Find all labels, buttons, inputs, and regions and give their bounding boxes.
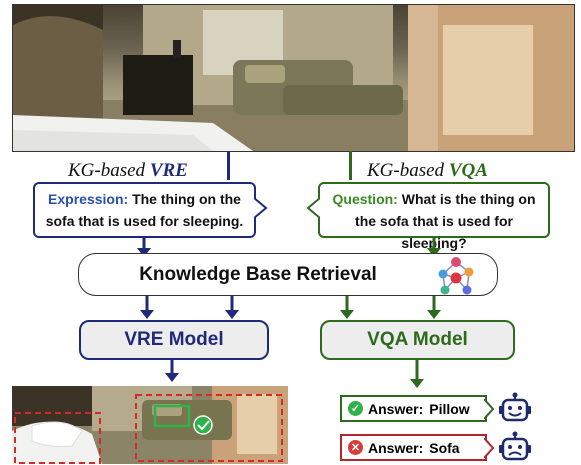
vqa-header-strong: VQA xyxy=(448,160,488,181)
expression-text: The thing on the sofa that is used for s… xyxy=(45,191,244,229)
expression-label: Expression: xyxy=(48,191,129,207)
answer-wrong-prefix: Answer: xyxy=(368,439,424,456)
robot-happy-icon xyxy=(499,392,531,422)
question-label: Question: xyxy=(332,191,398,207)
question-bubble: Question: What is the thing on the sofa … xyxy=(318,182,550,251)
vqa-header-prefix: KG-based xyxy=(367,160,449,181)
robot-sad-icon xyxy=(499,431,531,461)
kb-retrieval-box: Knowledge Base Retrieval xyxy=(78,253,498,296)
vqa-connector-line xyxy=(349,151,352,180)
bedroom-photo xyxy=(12,4,575,152)
answer-correct-tail xyxy=(484,399,495,419)
answer-correct-value: Pillow xyxy=(429,400,470,417)
check-icon: ✓ xyxy=(348,401,363,416)
vqa-model-box: VQA Model xyxy=(320,320,515,360)
cross-icon: ✕ xyxy=(348,440,363,455)
model-output-arrows xyxy=(165,360,424,388)
vre-model-box: VRE Model xyxy=(79,320,269,360)
kb-retrieval-label: Knowledge Base Retrieval xyxy=(139,264,377,285)
answer-wrong-tail xyxy=(484,438,495,458)
model-input-arrows xyxy=(140,296,441,319)
grounding-result-image xyxy=(12,386,288,464)
question-text: What is the thing on the sofa that is us… xyxy=(355,191,536,251)
answer-wrong-value: Sofa xyxy=(429,439,460,456)
expression-bubble-tail xyxy=(254,198,268,218)
vre-connector-line xyxy=(227,151,230,180)
vre-header-strong: VRE xyxy=(149,160,188,181)
vre-header-prefix: KG-based xyxy=(68,160,150,181)
question-bubble-tail xyxy=(306,198,320,218)
expression-bubble: Expression: The thing on the sofa that i… xyxy=(33,182,256,238)
answer-correct-box: ✓ Answer: Pillow xyxy=(340,395,487,422)
kb-input-arrows xyxy=(137,238,441,257)
answer-correct-prefix: Answer: xyxy=(368,400,424,417)
knowledge-graph-icon xyxy=(438,257,474,295)
answer-wrong-box: ✕ Answer: Sofa xyxy=(340,434,487,461)
vre-model-label: VRE Model xyxy=(124,329,224,350)
vqa-model-label: VQA Model xyxy=(367,329,468,350)
vqa-header: KG-based VQA xyxy=(367,160,488,182)
vre-header: KG-based VRE xyxy=(68,160,188,182)
